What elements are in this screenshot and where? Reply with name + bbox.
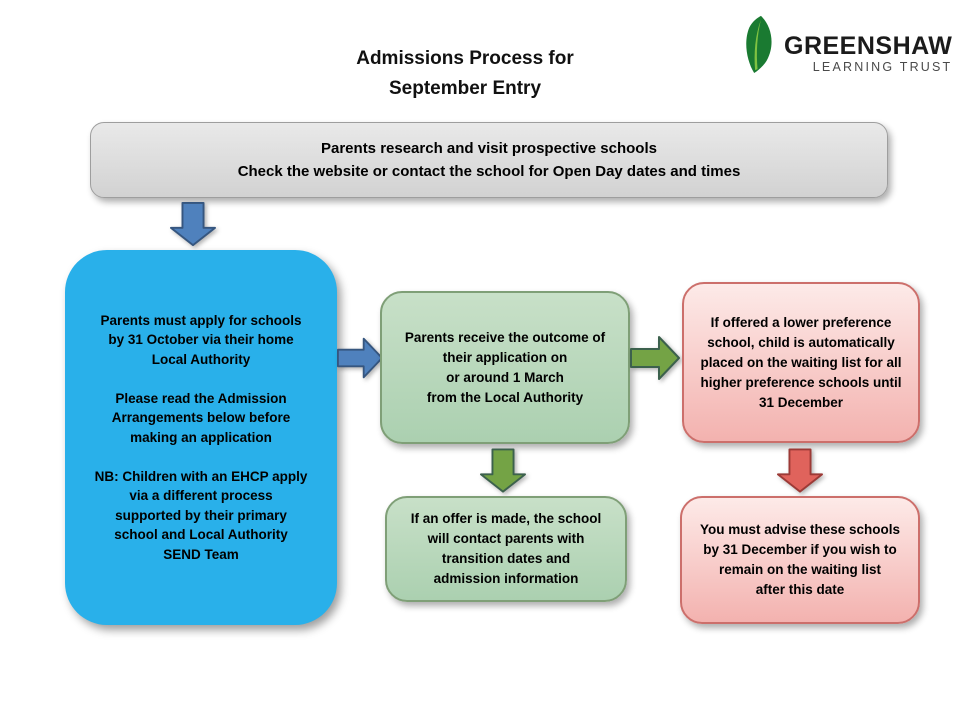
research-box: Parents research and visit prospective s… [90,122,888,198]
logo-name: GREENSHAW [784,32,953,60]
arrow-right-green-icon [630,336,680,380]
arrow-down-blue-icon [170,201,216,247]
page-title: Admissions Process for September Entry [356,48,574,99]
research-text: Parents research and visit prospective s… [237,140,741,180]
apply-box: Parents must apply for schools by 31 Oct… [65,250,337,625]
outcome-box: Parents receive the outcome of their app… [380,291,630,444]
arrow-down-green-icon [480,448,526,493]
advise-box: You must advise these schools by 31 Dece… [680,496,920,624]
waiting-list-box: If offered a lower preference school, ch… [682,282,920,443]
outcome-text: Parents receive the outcome of their app… [404,329,606,405]
apply-text: Parents must apply for schools by 31 Oct… [94,312,308,562]
arrow-down-red-icon [777,448,823,493]
arrow-right-blue-icon [337,337,383,379]
advise-text: You must advise these schools by 31 Dece… [699,522,901,597]
logo-text: GREENSHAW LEARNING TRUST [784,33,952,76]
waiting-list-text: If offered a lower preference school, ch… [700,314,902,410]
logo-subtitle: LEARNING TRUST [812,60,953,74]
offer-box: If an offer is made, the school will con… [385,496,627,602]
greenshaw-logo: GREENSHAW LEARNING TRUST [740,14,952,76]
offer-text: If an offer is made, the school will con… [410,511,602,586]
leaf-icon [746,15,772,74]
